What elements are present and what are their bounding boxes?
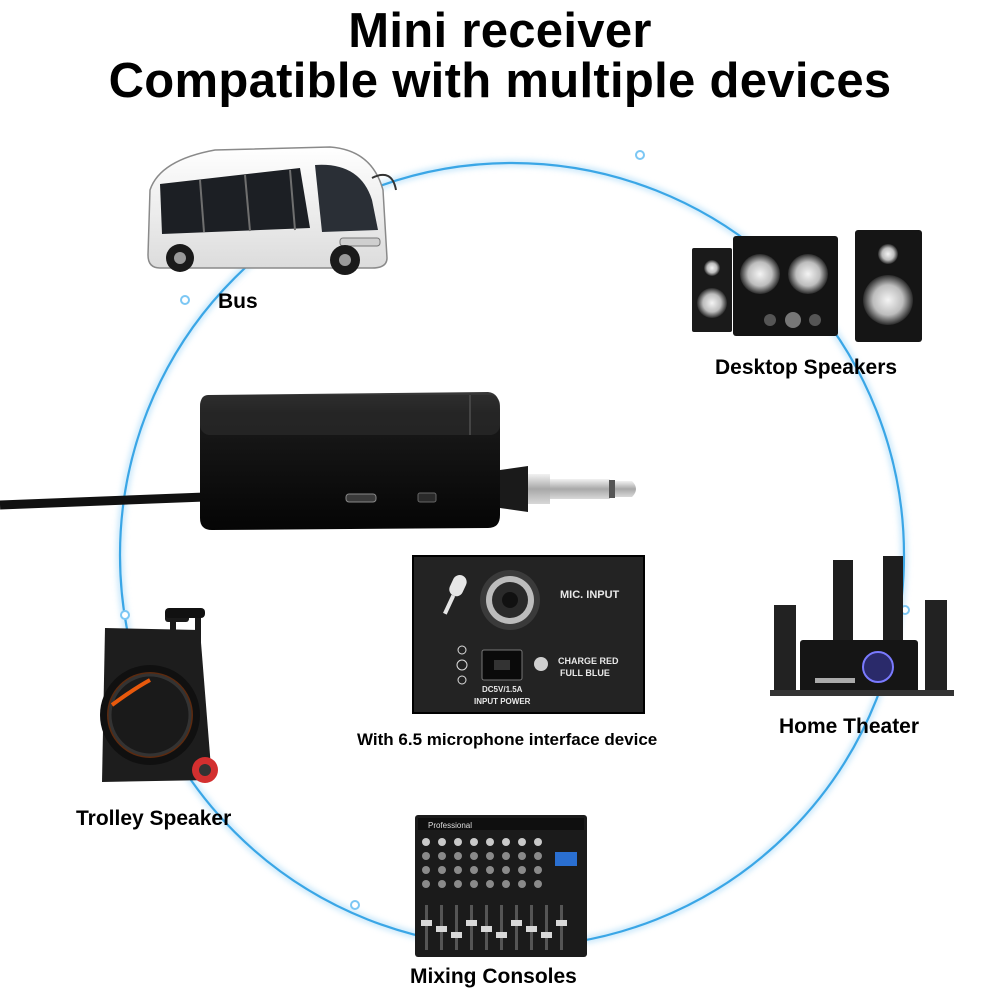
mixer-knob xyxy=(454,880,462,888)
mixer-fader-track xyxy=(560,905,563,950)
mixer-knob xyxy=(454,838,462,846)
mixer-knob xyxy=(518,880,526,888)
mixer-knob xyxy=(422,880,430,888)
mic-input-label: MIC. INPUT xyxy=(560,589,620,601)
mixer-knob xyxy=(486,880,494,888)
mixer-fader-knob xyxy=(481,926,492,932)
home-theater-illustration xyxy=(770,556,954,696)
mixer-knob xyxy=(470,852,478,860)
mini-receiver-device xyxy=(0,392,636,530)
mixer-knob xyxy=(438,866,446,874)
power-label-line1: DC5V/1.5A xyxy=(482,685,523,694)
device-label-desktop-speakers: Desktop Speakers xyxy=(715,356,898,379)
mixer-knob xyxy=(422,838,430,846)
mixer-knob xyxy=(486,866,494,874)
mixer-knob xyxy=(534,852,542,860)
mixer-knob xyxy=(502,880,510,888)
mixer-fader-knob xyxy=(541,932,552,938)
receiver-panel-caption: With 6.5 microphone interface device xyxy=(357,730,658,749)
mixer-fader-knob xyxy=(496,932,507,938)
mixer-knob xyxy=(502,866,510,874)
mixer-fader-track xyxy=(425,905,428,950)
mixer-knob xyxy=(438,852,446,860)
charge-label-line1: CHARGE RED xyxy=(558,656,619,666)
mixer-fader-knob xyxy=(436,926,447,932)
mixer-knob xyxy=(534,880,542,888)
mixer-knob xyxy=(438,880,446,888)
device-label-bus: Bus xyxy=(218,290,258,313)
mixer-fader-knob xyxy=(421,920,432,926)
mixer-fader-knob xyxy=(511,920,522,926)
mixer-fader-track xyxy=(515,905,518,950)
charge-label-line2: FULL BLUE xyxy=(560,668,610,678)
device-label-trolley-speaker: Trolley Speaker xyxy=(76,807,232,830)
device-label-mixing-consoles: Mixing Consoles xyxy=(410,965,577,988)
mixer-knob xyxy=(518,866,526,874)
device-label-home-theater: Home Theater xyxy=(779,715,920,738)
headline-line-2: Compatible with multiple devices xyxy=(108,54,892,108)
mixer-brand-label: Professional xyxy=(428,821,472,830)
mixer-knob xyxy=(438,838,446,846)
mixer-fader-knob xyxy=(451,932,462,938)
mixer-knob xyxy=(502,852,510,860)
mixer-fader-knob xyxy=(526,926,537,932)
mixer-fader-track xyxy=(455,905,458,950)
mixer-knob xyxy=(502,838,510,846)
mixer-fader-knob xyxy=(556,920,567,926)
mixer-knob xyxy=(422,852,430,860)
mixer-knob xyxy=(454,866,462,874)
desktop-speakers-illustration xyxy=(692,230,922,342)
mixer-knob xyxy=(470,866,478,874)
mixer-knob xyxy=(470,880,478,888)
trolley-speaker-illustration xyxy=(100,608,218,783)
mixer-knob xyxy=(486,838,494,846)
mixing-console-illustration: Professional xyxy=(415,815,587,957)
mixer-knob xyxy=(454,852,462,860)
mixer-knob xyxy=(518,838,526,846)
mixer-knob xyxy=(518,852,526,860)
mixer-knob xyxy=(486,852,494,860)
headline-line-1: Mini receiver xyxy=(348,4,652,58)
mixer-fader-track xyxy=(500,905,503,950)
bus-illustration xyxy=(147,146,397,275)
power-label-line2: INPUT POWER xyxy=(474,697,531,706)
mixer-knob xyxy=(470,838,478,846)
mixer-knob xyxy=(534,866,542,874)
receiver-panel-closeup: MIC. INPUT CHARGE RED FULL BLUE DC5V/1.5… xyxy=(412,555,645,714)
mixer-knob xyxy=(534,838,542,846)
mixer-fader-knob xyxy=(466,920,477,926)
mixer-fader-track xyxy=(470,905,473,950)
mixer-knob xyxy=(422,866,430,874)
mixer-fader-track xyxy=(545,905,548,950)
